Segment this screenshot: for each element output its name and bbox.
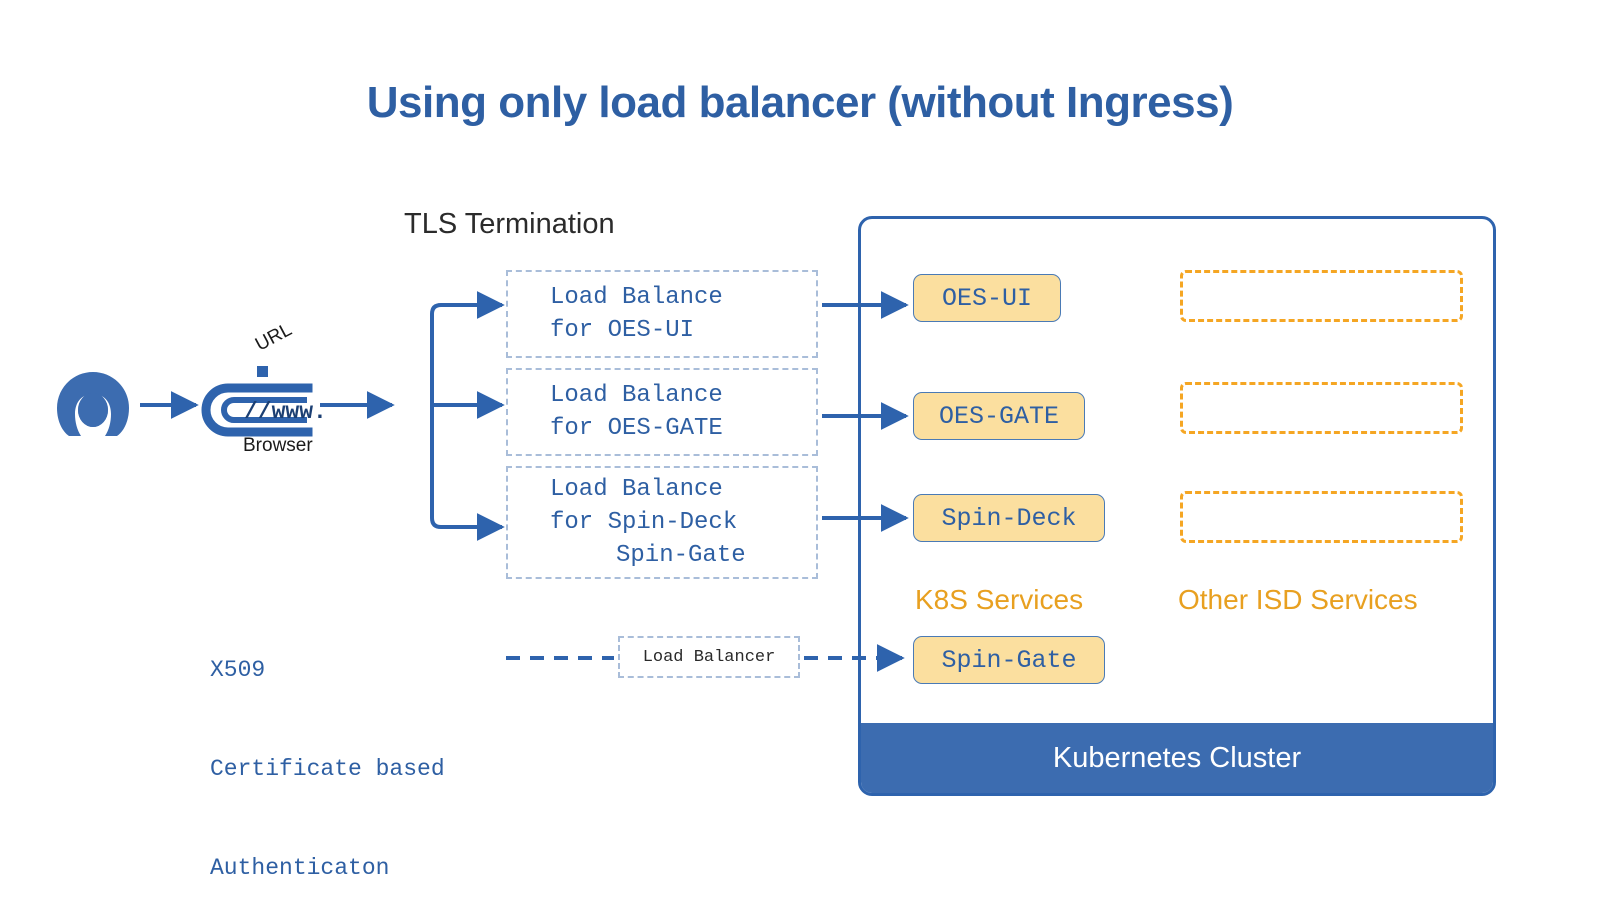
lb-line-1: Load Balance [550, 284, 723, 311]
load-balance-box-spin-deck[interactable]: Load Balance for Spin-Deck Spin-Gate [506, 466, 818, 579]
x509-auth-note: X509 Certificate based Authenticaton Aut… [210, 588, 445, 900]
tls-termination-label: TLS Termination [404, 208, 615, 240]
other-isd-service-box-3[interactable] [1180, 491, 1463, 543]
other-isd-services-caption: Other ISD Services [1178, 584, 1418, 615]
k8s-service-chip-oes-ui[interactable]: OES-UI [913, 274, 1061, 322]
load-balancer-direct-box[interactable]: Load Balancer [618, 636, 800, 678]
browser-url-bar-icon: //www. [201, 366, 327, 437]
x509-line-2: Certificate based [210, 756, 445, 782]
k8s-service-chip-spin-deck[interactable]: Spin-Deck [913, 494, 1105, 542]
arrow-branch-to-lb-spin-deck [430, 513, 505, 541]
load-balance-box-oes-gate[interactable]: Load Balance for OES-GATE [506, 368, 818, 456]
lb-line-1: Load Balance [550, 382, 723, 409]
k8s-service-chip-oes-gate[interactable]: OES-GATE [913, 392, 1085, 440]
other-isd-service-box-2[interactable] [1180, 382, 1463, 434]
arrow-branch-to-lb-oes-ui [430, 291, 505, 319]
x509-line-3: Authenticaton [210, 855, 390, 881]
load-balance-box-oes-ui[interactable]: Load Balance for OES-UI [506, 270, 818, 358]
k8s-services-caption: K8S Services [915, 584, 1084, 615]
user-avatar-icon [57, 372, 129, 436]
lb-line-2: for OES-UI [550, 317, 695, 344]
kubernetes-cluster-label: Kubernetes Cluster [1052, 741, 1302, 774]
browser-label: Browser [243, 435, 313, 456]
lb-line-3: Spin-Gate [616, 542, 746, 569]
lb-line-2: for Spin-Deck [550, 509, 738, 536]
other-isd-service-box-1[interactable] [1180, 270, 1463, 322]
lb-line-1: Load Balance [550, 476, 723, 503]
lb-line-2: for OES-GATE [550, 415, 723, 442]
svg-text://www.: //www. [244, 399, 327, 425]
kubernetes-cluster-footer: Kubernetes Cluster [861, 723, 1493, 793]
page-title: Using only load balancer (without Ingres… [366, 78, 1234, 127]
k8s-service-chip-spin-gate[interactable]: Spin-Gate [913, 636, 1105, 684]
x509-line-1: X509 [210, 657, 266, 683]
